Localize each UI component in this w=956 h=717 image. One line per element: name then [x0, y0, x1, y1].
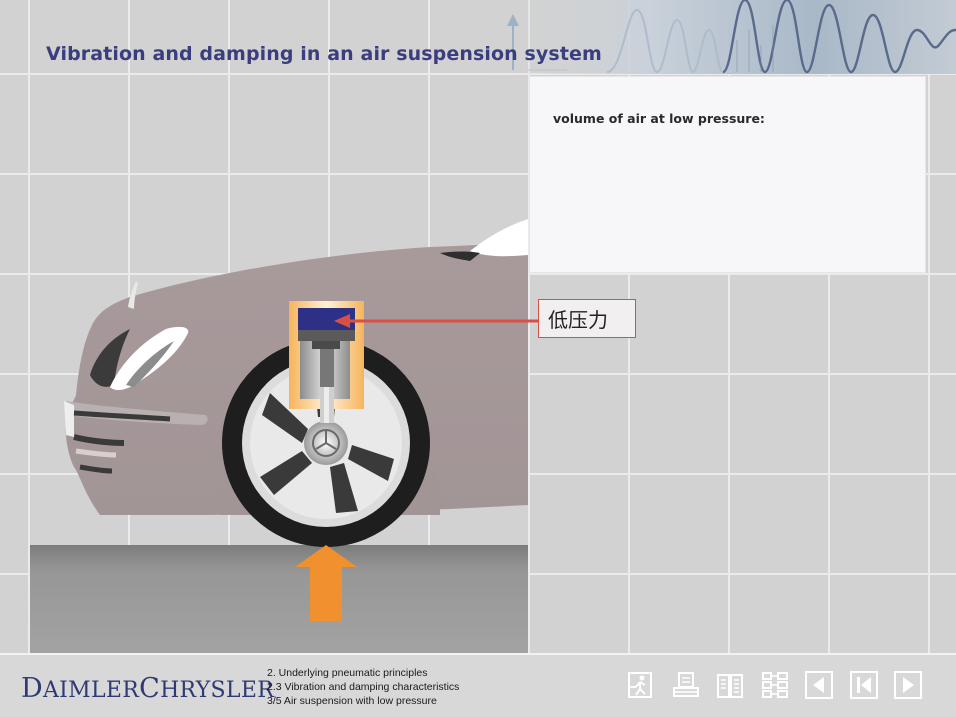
exit-icon	[628, 672, 652, 698]
rewind-icon	[849, 671, 878, 699]
exit-button[interactable]	[626, 670, 656, 700]
previous-icon	[805, 671, 833, 699]
breadcrumb-section: 2.3 Vibration and damping characteristic…	[267, 681, 460, 693]
page-title: Vibration and damping in an air suspensi…	[46, 43, 602, 65]
print-button[interactable]	[671, 670, 701, 700]
daimlerchrysler-logo: DAIMLERCHRYSLER	[21, 673, 275, 704]
callout-arrow-icon	[334, 314, 540, 328]
print-icon	[672, 672, 699, 697]
info-text: volume of air at low pressure:	[553, 111, 765, 126]
breadcrumb-page: 3/5 Air suspension with low pressure	[267, 695, 437, 707]
car-suspension-illustration	[30, 75, 528, 653]
waveform-banner	[487, 0, 956, 74]
contents-button[interactable]	[760, 670, 790, 700]
breadcrumb: 2. Underlying pneumatic principles 2.3 V…	[267, 666, 459, 708]
footer-bar: DAIMLERCHRYSLER 2. Underlying pneumatic …	[0, 653, 956, 717]
next-button[interactable]	[893, 670, 923, 700]
next-icon	[894, 671, 922, 699]
rewind-button[interactable]	[849, 670, 879, 700]
glossary-book-icon	[717, 674, 743, 698]
previous-button[interactable]	[804, 670, 834, 700]
contents-map-icon	[761, 672, 788, 698]
glossary-button[interactable]	[715, 670, 745, 700]
info-panel: volume of air at low pressure:	[529, 76, 926, 273]
navigation-toolbar	[626, 670, 938, 700]
breadcrumb-chapter: 2. Underlying pneumatic principles	[267, 667, 428, 679]
pressure-callout: 低压力	[538, 299, 636, 338]
